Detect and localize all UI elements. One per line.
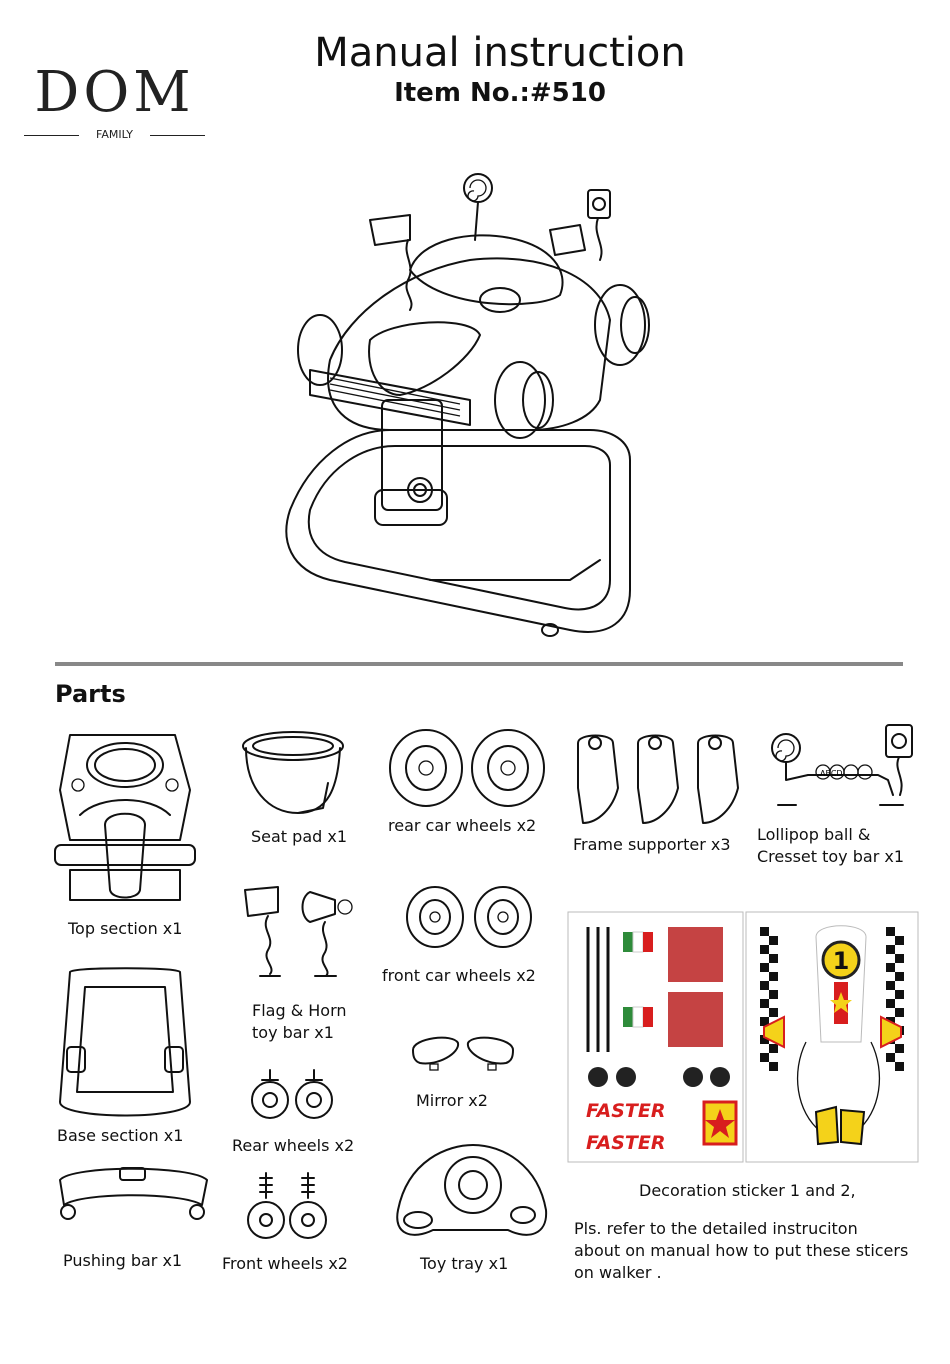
note-line-3: on walker . <box>574 1263 662 1282</box>
lollipop-cresset-icon: ABCD <box>771 724 913 806</box>
top-section-icon <box>54 734 196 901</box>
checker-square <box>769 972 778 981</box>
checker-square <box>895 1062 904 1071</box>
base-section-icon <box>59 967 191 1117</box>
label-top-section: Top section x1 <box>68 919 183 938</box>
checker-square <box>886 927 895 936</box>
sticker-instruction-note: Pls. refer to the detailed instruciton a… <box>574 1218 934 1284</box>
flag-horn-icon <box>244 886 353 977</box>
sticker-number: 1 <box>833 947 850 975</box>
label-mirror: Mirror x2 <box>416 1091 488 1110</box>
checker-square <box>769 936 778 945</box>
checker-square <box>760 1053 769 1062</box>
label-seat-pad: Seat pad x1 <box>251 827 348 846</box>
section-divider <box>55 662 903 666</box>
label-base-section: Base section x1 <box>57 1126 184 1145</box>
checker-square <box>886 999 895 1008</box>
checker-square <box>760 963 769 972</box>
note-line-1: Pls. refer to the detailed instruciton <box>574 1219 858 1238</box>
label-lollipop-line1: Lollipop ball & <box>757 825 871 844</box>
rear-car-wheels-icon <box>389 729 545 807</box>
checker-square <box>760 1035 769 1044</box>
abcd-beads: ABCD <box>820 769 843 778</box>
toy-tray-icon <box>396 1144 548 1236</box>
label-pushing-bar: Pushing bar x1 <box>63 1251 183 1270</box>
checker-square <box>769 1008 778 1017</box>
brand-name: DOM <box>34 60 195 125</box>
checker-square <box>760 1017 769 1026</box>
mirror-icon <box>412 1036 514 1071</box>
label-rear-wheels: Rear wheels x2 <box>232 1136 355 1155</box>
sticker-faster-2: FASTER <box>586 1132 666 1154</box>
label-front-wheels: Front wheels x2 <box>222 1254 348 1273</box>
checker-square <box>760 945 769 954</box>
brand-logo: DOM FAMILY <box>22 60 207 145</box>
checker-square <box>769 1044 778 1053</box>
checker-square <box>895 972 904 981</box>
checker-square <box>895 954 904 963</box>
frame-supporter-icon <box>577 734 739 824</box>
checker-square <box>886 981 895 990</box>
checker-square <box>769 990 778 999</box>
note-line-2: about on manual how to put these sticers <box>574 1241 909 1260</box>
checker-square <box>895 1044 904 1053</box>
sticker-sheet-2: 1 <box>745 911 919 1163</box>
checker-square <box>769 1062 778 1071</box>
label-decoration-sticker: Decoration sticker 1 and 2, <box>639 1181 856 1200</box>
logo-rule-right <box>150 135 205 136</box>
checker-square <box>769 954 778 963</box>
checker-square <box>886 945 895 954</box>
label-toy-tray: Toy tray x1 <box>420 1254 509 1273</box>
checker-square <box>895 936 904 945</box>
seat-pad-icon <box>242 731 344 814</box>
label-flag-horn-line2: toy bar x1 <box>252 1023 334 1042</box>
checker-square <box>895 990 904 999</box>
logo-rule-left <box>24 135 79 136</box>
item-number: Item No.:#510 <box>394 78 606 108</box>
label-front-car-wheels: front car wheels x2 <box>382 966 536 985</box>
label-flag-horn-line1: Flag & Horn <box>252 1001 347 1020</box>
checker-square <box>886 1053 895 1062</box>
label-rear-car-wheels: rear car wheels x2 <box>388 816 537 835</box>
label-frame-supporter: Frame supporter x3 <box>573 835 731 854</box>
pushing-bar-icon <box>59 1167 208 1220</box>
rear-wheels-icon <box>251 1069 333 1119</box>
front-car-wheels-icon <box>406 886 532 948</box>
checker-square <box>895 1008 904 1017</box>
brand-tagline: FAMILY <box>96 128 133 141</box>
front-wheels-icon <box>247 1172 327 1239</box>
sticker-faster-1: FASTER <box>586 1100 666 1122</box>
checker-square <box>886 963 895 972</box>
label-lollipop-line2: Cresset toy bar x1 <box>757 847 905 866</box>
sticker-sheet-1: FASTER FASTER <box>567 911 744 1163</box>
checker-square <box>760 981 769 990</box>
page-title: Manual instruction <box>314 30 686 76</box>
walker-illustration <box>285 173 650 637</box>
parts-heading: Parts <box>55 680 126 708</box>
checker-square <box>760 927 769 936</box>
checker-square <box>760 999 769 1008</box>
